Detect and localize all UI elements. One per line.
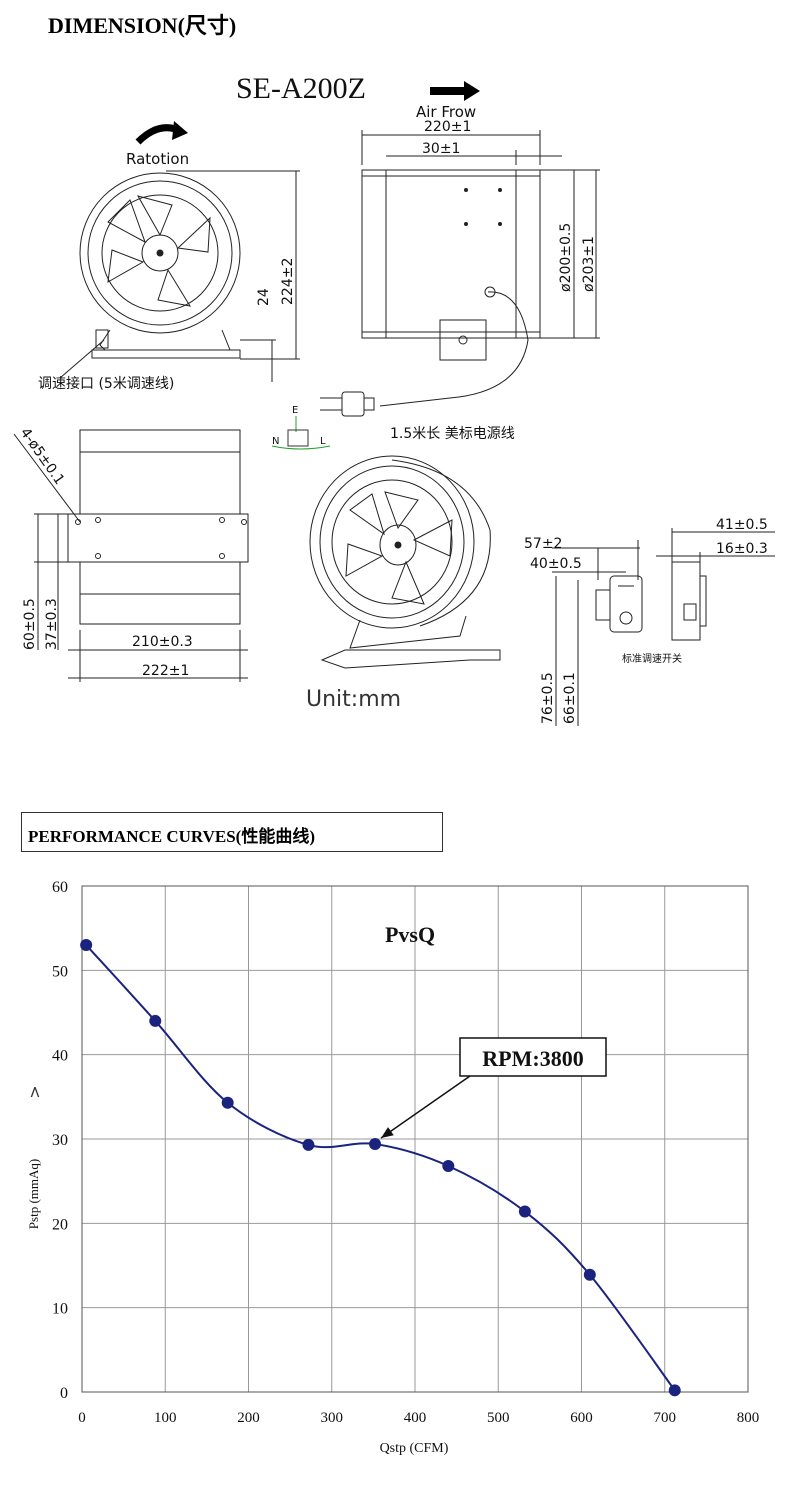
switch-label: 标准调速开关 xyxy=(622,652,682,665)
dim-base-h2: 37±0.3 xyxy=(44,598,60,650)
dim-sw-w2: 40±0.5 xyxy=(530,556,582,572)
x-tick-label: 500 xyxy=(487,1410,510,1426)
data-point xyxy=(668,1384,681,1397)
dim-sw-d1: 41±0.5 xyxy=(716,517,768,533)
performance-chart: 0 100 200 300 400 500 600 700 800 0 10 20 30 40 50 60 P… xyxy=(25,879,760,1456)
x-tick-label: 600 xyxy=(570,1410,593,1426)
x-tick-label: 800 xyxy=(737,1410,760,1426)
model-label: SE-A200Z xyxy=(236,72,366,105)
y-tick-label: 30 xyxy=(52,1132,68,1149)
fan-base-view xyxy=(67,429,249,625)
chart-title: PvsQ xyxy=(385,922,435,947)
rotation-label: Ratotion xyxy=(126,150,189,168)
x-tick-label: 0 xyxy=(78,1410,86,1426)
dim-foot: 24 xyxy=(256,288,272,306)
unit-label: Unit:mm xyxy=(306,687,401,712)
dim-dia-outer: ø203±1 xyxy=(581,236,597,292)
plug-l: L xyxy=(320,436,326,447)
switch-dimensions xyxy=(552,528,775,726)
data-point xyxy=(302,1138,315,1151)
y-axis-chevron-icon: > xyxy=(25,1085,44,1098)
air-flow-arrow xyxy=(430,81,480,101)
fan-perspective-view xyxy=(309,455,501,669)
fan-side-view xyxy=(361,169,541,407)
data-point xyxy=(369,1138,382,1151)
y-tick-label: 40 xyxy=(52,1048,68,1065)
dim-base-w1: 210±0.3 xyxy=(132,634,193,650)
air-flow-label: Air Frow xyxy=(416,103,476,121)
speed-port-leader xyxy=(59,339,105,379)
plug-n: N xyxy=(272,436,279,447)
dim-sw-h1: 76±0.5 xyxy=(540,672,556,724)
y-tick-label: 50 xyxy=(52,963,68,980)
dim-length: 220±1 xyxy=(424,119,471,135)
rpm-annotation-label: RPM:3800 xyxy=(482,1046,583,1071)
rotation-arrow xyxy=(135,121,188,145)
dim-height: 224±2 xyxy=(280,258,296,305)
speed-switch-front xyxy=(595,575,643,633)
y-tick-label: 20 xyxy=(52,1216,68,1233)
plug-e: E xyxy=(292,405,298,416)
chart-grid xyxy=(81,885,749,1393)
rpm-annotation: RPM:3800 xyxy=(380,1037,607,1139)
performance-title-box xyxy=(21,812,443,852)
dimension-title: DIMENSION(尺寸) xyxy=(48,13,237,38)
dim-sw-w1: 57±2 xyxy=(524,536,562,552)
data-point xyxy=(442,1159,455,1172)
dim-sw-d2: 16±0.3 xyxy=(716,541,768,557)
height-dimension xyxy=(166,170,300,382)
data-point xyxy=(583,1268,596,1281)
dim-holes: 4-ø5±0.1 xyxy=(17,425,68,488)
dim-dia-inner: ø200±0.5 xyxy=(558,223,574,292)
side-dimensions xyxy=(361,130,600,339)
outlet-symbol xyxy=(271,416,331,450)
x-tick-label: 200 xyxy=(237,1410,260,1426)
x-tick-label: 100 xyxy=(154,1410,177,1426)
data-point xyxy=(149,1014,162,1027)
speed-switch-side xyxy=(671,561,707,641)
y-axis-label: Pstp (mmAq) xyxy=(26,1159,41,1229)
power-plug-icon xyxy=(320,391,375,417)
plot-area-frame xyxy=(81,885,749,1393)
y-tick-label: 10 xyxy=(52,1301,68,1318)
performance-title: PERFORMANCE CURVES(性能曲线) xyxy=(28,827,315,846)
x-tick-label: 300 xyxy=(321,1410,344,1426)
data-point xyxy=(221,1096,234,1109)
dimension-drawing: SE-A200Z Air Frow Ratotion 224±2 24 调速 xyxy=(13,72,775,726)
x-axis-label: Qstp (CFM) xyxy=(380,1441,449,1456)
dim-base-w2: 222±1 xyxy=(142,663,189,679)
y-tick-label: 0 xyxy=(60,1385,68,1402)
base-dimensions xyxy=(13,433,248,682)
x-tick-label: 400 xyxy=(404,1410,427,1426)
pq-curve-line xyxy=(85,944,676,1391)
dim-base-h1: 60±0.5 xyxy=(22,598,38,650)
y-tick-label: 60 xyxy=(52,879,68,896)
x-tick-label: 700 xyxy=(654,1410,677,1426)
power-cord-label: 1.5米长 美标电源线 xyxy=(390,426,515,442)
fan-front-view xyxy=(79,172,241,359)
dim-sw-h2: 66±0.1 xyxy=(562,672,578,724)
speed-port-label: 调速接口 (5米调速线) xyxy=(38,375,174,392)
data-point xyxy=(80,939,93,952)
dim-inlet: 30±1 xyxy=(422,141,460,157)
data-point xyxy=(518,1205,531,1218)
